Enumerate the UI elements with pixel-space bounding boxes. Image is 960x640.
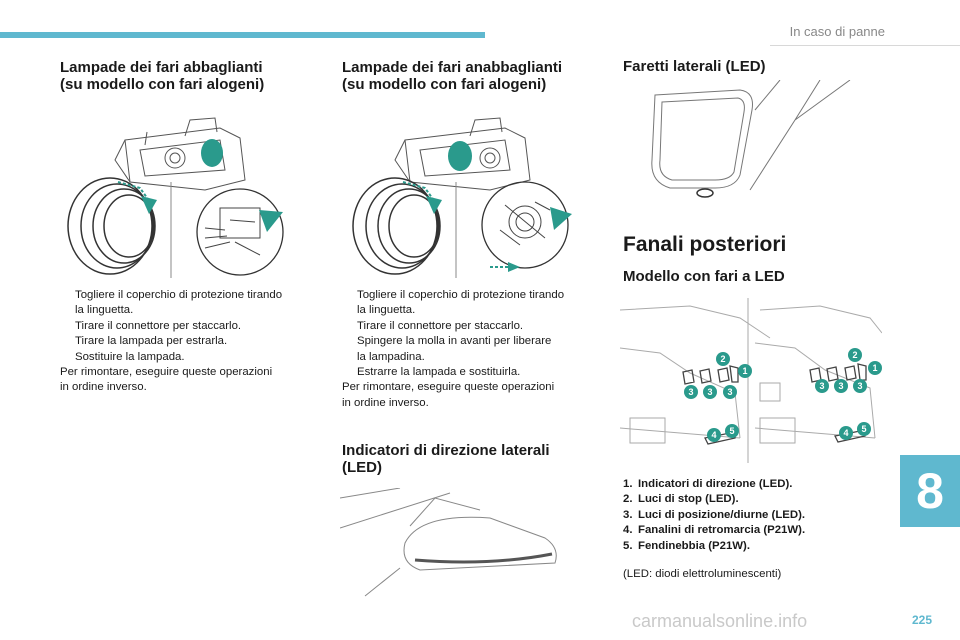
high-beam-step: Tirare la lampada per estrarla. [75, 335, 228, 348]
svg-text:3: 3 [688, 387, 693, 397]
callout-badge: 3 [684, 385, 698, 399]
chapter-title: In caso di panne [789, 24, 885, 39]
low-beam-illustration [352, 117, 572, 278]
callout-badge: 3 [815, 379, 829, 393]
callout-badge: 2 [848, 348, 862, 362]
high-beam-step: Sostituire la lampada. [75, 350, 185, 363]
low-beam-title-line2: (su modello con fari alogeni) [342, 76, 547, 93]
svg-text:1: 1 [742, 366, 747, 376]
svg-text:3: 3 [819, 381, 824, 391]
high-beam-title-line1: Lampade dei fari abbaglianti [60, 59, 263, 76]
svg-text:1: 1 [872, 363, 877, 373]
svg-text:3: 3 [857, 381, 862, 391]
rear-lights-callouts: 1 2 3 3 3 4 5 1 2 3 3 3 4 5 [684, 348, 882, 442]
high-beam-step: Togliere il coperchio di protezione tira… [75, 289, 283, 317]
side-indicators-title-line1: Indicatori di direzione laterali [342, 442, 550, 459]
svg-text:5: 5 [729, 426, 734, 436]
callout-badge: 2 [716, 352, 730, 366]
high-beam-step: Tirare il connettore per staccarlo. [75, 319, 242, 332]
header-accent-bar [0, 32, 485, 38]
chapter-tab: 8 [900, 455, 960, 527]
watermark: carmanualsonline.info [632, 611, 808, 631]
svg-text:4: 4 [711, 430, 716, 440]
page-number: 225 [912, 613, 933, 627]
callout-badge: 4 [707, 428, 721, 442]
led-note: (LED: diodi elettroluminescenti) [623, 568, 782, 580]
high-beam-instructions: Togliere il coperchio di protezione tira… [60, 288, 282, 396]
legend-item: 3.Luci di posizione/diurne (LED). [623, 508, 806, 521]
low-beam-reassembly-note: Per rimontare, eseguire queste operazion… [342, 381, 555, 409]
low-beam-instructions: Togliere il coperchio di protezione tira… [342, 288, 564, 411]
side-light-mirror-illustration [651, 80, 851, 198]
low-beam-step: Tirare il connettore per staccarlo. [357, 319, 524, 332]
callout-badge: 3 [853, 379, 867, 393]
callout-badge: 3 [834, 379, 848, 393]
header-rule [770, 45, 960, 46]
svg-text:3: 3 [727, 387, 732, 397]
rear-lights-title: Fanali posteriori [623, 233, 787, 256]
svg-text:2: 2 [852, 350, 857, 360]
callout-badge: 4 [839, 426, 853, 440]
callout-badge: 1 [738, 364, 752, 378]
legend-item: 4.Fanalini di retromarcia (P21W). [623, 524, 806, 537]
side-indicators-title-line2: (LED) [342, 459, 382, 476]
led-model-title: Modello con fari a LED [623, 268, 785, 285]
svg-text:3: 3 [838, 381, 843, 391]
high-beam-title: Lampade dei fari abbaglianti (su modello… [60, 59, 264, 93]
high-beam-reassembly-note: Per rimontare, eseguire queste operazion… [60, 366, 273, 394]
rear-lights-legend: 1.Indicatori di direzione (LED). 2.Luci … [623, 477, 805, 554]
high-beam-illustration [67, 117, 284, 278]
legend-item: 1.Indicatori di direzione (LED). [623, 478, 793, 490]
svg-text:4: 4 [843, 428, 848, 438]
callout-badge: 5 [857, 422, 871, 436]
side-lights-title: Faretti laterali (LED) [623, 58, 766, 75]
low-beam-step: Estrarre la lampada e sostituirla. [357, 366, 521, 379]
side-indicator-mirror-illustration [340, 488, 557, 597]
callout-badge: 1 [868, 361, 882, 375]
svg-text:5: 5 [861, 424, 866, 434]
low-beam-step: Togliere il coperchio di protezione tira… [357, 289, 565, 317]
callout-badge: 3 [703, 385, 717, 399]
low-beam-title-line1: Lampade dei fari anabbaglianti [342, 59, 563, 76]
low-beam-title: Lampade dei fari anabbaglianti (su model… [342, 59, 562, 93]
low-beam-step: Spingere la molla in avanti per liberare… [357, 335, 552, 363]
legend-item: 2.Luci di stop (LED). [623, 493, 739, 506]
rear-lights-diagram: 1 2 3 3 3 4 5 1 2 3 3 3 4 5 [620, 298, 882, 463]
svg-text:2: 2 [720, 354, 725, 364]
callout-badge: 5 [725, 424, 739, 438]
side-indicators-title: Indicatori di direzione laterali (LED) [342, 442, 550, 476]
legend-item: 5.Fendinebbia (P21W). [623, 539, 751, 552]
svg-text:3: 3 [707, 387, 712, 397]
callout-badge: 3 [723, 385, 737, 399]
high-beam-title-line2: (su modello con fari alogeni) [60, 76, 265, 93]
